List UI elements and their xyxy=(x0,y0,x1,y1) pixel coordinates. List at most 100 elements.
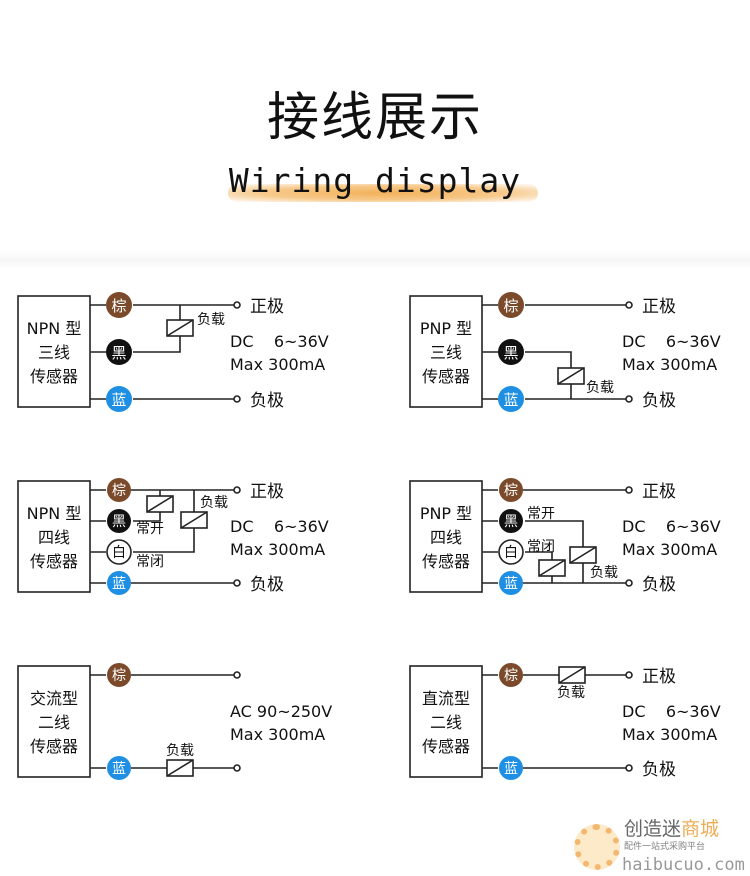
page-title: 接线展示 xyxy=(266,88,483,148)
normally-closed-label: 常闭 xyxy=(527,539,555,555)
sensor-label: 传感器 xyxy=(422,367,470,386)
sensor-label: 传感器 xyxy=(422,552,470,571)
voltage-spec: DC 6~36V xyxy=(230,332,329,351)
brown-wire-badge xyxy=(499,663,523,687)
black-label: 黑 xyxy=(504,514,518,530)
sensor-box xyxy=(17,665,91,778)
black-wire-badge xyxy=(498,339,524,365)
black-wire-badge xyxy=(499,509,523,533)
sensor-wires: 四线 xyxy=(430,528,462,547)
blue-wire-badge xyxy=(107,571,131,595)
sensor-type: NPN 型 xyxy=(27,319,82,338)
brown-label: 棕 xyxy=(504,668,518,684)
positive-label: 正极 xyxy=(642,667,676,687)
positive-label: 正极 xyxy=(642,482,676,502)
load-label: 负载 xyxy=(586,380,614,396)
panel-pnp-3wire: PNP 型 三线 传感器 棕 黑 蓝 负载 正极 负极 DC 6~36V Max… xyxy=(409,292,721,412)
brown-wire-badge xyxy=(106,292,132,318)
positive-label: 正极 xyxy=(250,482,284,502)
blue-wire-badge xyxy=(498,386,524,412)
sensor-box xyxy=(409,480,483,593)
sensor-type: PNP 型 xyxy=(420,319,472,338)
no-relay-icon xyxy=(146,495,174,513)
watermark-name-b: 商城 xyxy=(681,818,720,840)
load-label: 负载 xyxy=(590,565,618,581)
voltage-spec: DC 6~36V xyxy=(622,332,721,351)
blue-label: 蓝 xyxy=(112,761,126,777)
watermark: 创造迷商城 配件一站式采购平台 haibucuo.com xyxy=(572,818,750,876)
load-relay-icon xyxy=(558,666,586,684)
panel-ac-2wire: 交流型 二线 传感器 棕 蓝 负载 AC 90~250V Max 300mA xyxy=(17,663,332,780)
load-label: 负载 xyxy=(166,743,194,759)
blue-wire-badge xyxy=(499,756,523,780)
page-subtitle: Wiring display xyxy=(228,161,522,200)
negative-label: 负极 xyxy=(642,760,676,780)
panel-npn-4wire: NPN 型 四线 传感器 棕 黑 白 蓝 负载 常开 常闭 正极 负极 DC 6… xyxy=(17,478,329,595)
white-wire-badge xyxy=(106,539,132,565)
watermark-url: haibucuo.com xyxy=(622,855,745,875)
voltage-spec: DC 6~36V xyxy=(622,702,721,721)
voltage-spec: DC 6~36V xyxy=(230,517,329,536)
divider-band xyxy=(0,250,750,270)
watermark-name: 创造迷商城 xyxy=(624,818,719,840)
gear-logo-icon xyxy=(574,824,620,870)
negative-label: 负极 xyxy=(250,575,284,595)
sensor-box xyxy=(17,295,91,408)
black-wire-badge xyxy=(106,339,132,365)
sensor-label: 传感器 xyxy=(30,367,78,386)
white-wire-badge xyxy=(498,539,524,565)
blue-label: 蓝 xyxy=(503,391,518,409)
brown-wire-badge xyxy=(107,663,131,687)
blue-label: 蓝 xyxy=(504,576,518,592)
sensor-type: 直流型 xyxy=(422,689,470,708)
watermark-slogan: 配件一站式采购平台 xyxy=(624,842,706,852)
negative-label: 负极 xyxy=(642,391,676,411)
sensor-wires: 三线 xyxy=(430,343,462,362)
sensor-type: NPN 型 xyxy=(27,504,82,523)
load-label: 负载 xyxy=(557,685,585,701)
sensor-type: PNP 型 xyxy=(420,504,472,523)
brown-label: 棕 xyxy=(503,297,518,315)
current-spec: Max 300mA xyxy=(230,540,325,559)
panel-pnp-4wire: PNP 型 四线 传感器 棕 黑 白 蓝 常开 常闭 负载 正极 负极 DC 6… xyxy=(409,478,721,595)
nc-relay-icon xyxy=(538,559,566,577)
sensor-label: 传感器 xyxy=(30,552,78,571)
white-label: 白 xyxy=(504,545,518,561)
panel-npn-3wire: NPN 型 三线 传感器 棕 黑 蓝 负载 正极 负极 DC 6~36V Max… xyxy=(17,292,329,412)
load-relay-icon xyxy=(569,546,597,564)
brown-wire-badge xyxy=(107,478,131,502)
blue-wire-badge xyxy=(499,571,523,595)
load-label: 负载 xyxy=(197,312,225,328)
brown-label: 棕 xyxy=(504,483,518,499)
watermark-name-a: 创造迷 xyxy=(624,818,682,840)
current-spec: Max 300mA xyxy=(622,540,717,559)
sensor-type: 交流型 xyxy=(30,689,78,708)
blue-wire-badge xyxy=(107,756,131,780)
white-label: 白 xyxy=(112,545,126,561)
current-spec: Max 300mA xyxy=(230,355,325,374)
brown-label: 棕 xyxy=(111,297,126,315)
brown-wire-badge xyxy=(499,478,523,502)
positive-label: 正极 xyxy=(642,297,676,317)
voltage-spec: AC 90~250V xyxy=(230,702,332,721)
sensor-box xyxy=(409,295,483,408)
blue-wire-badge xyxy=(106,386,132,412)
black-label: 黑 xyxy=(111,344,126,362)
normally-open-label: 常开 xyxy=(527,506,555,522)
subtitle-highlight xyxy=(228,184,538,202)
sensor-label: 传感器 xyxy=(30,737,78,756)
load-label: 负载 xyxy=(200,495,228,511)
sensor-wires: 二线 xyxy=(430,713,462,732)
black-label: 黑 xyxy=(112,514,126,530)
current-spec: Max 300mA xyxy=(230,725,325,744)
black-wire-badge xyxy=(107,509,131,533)
black-label: 黑 xyxy=(503,344,518,362)
normally-open-label: 常开 xyxy=(136,521,164,537)
sensor-wires: 三线 xyxy=(38,343,70,362)
negative-label: 负极 xyxy=(642,575,676,595)
blue-label: 蓝 xyxy=(112,576,126,592)
sensor-wires: 二线 xyxy=(38,713,70,732)
brown-label: 棕 xyxy=(112,483,126,499)
load-relay-icon xyxy=(180,511,208,529)
